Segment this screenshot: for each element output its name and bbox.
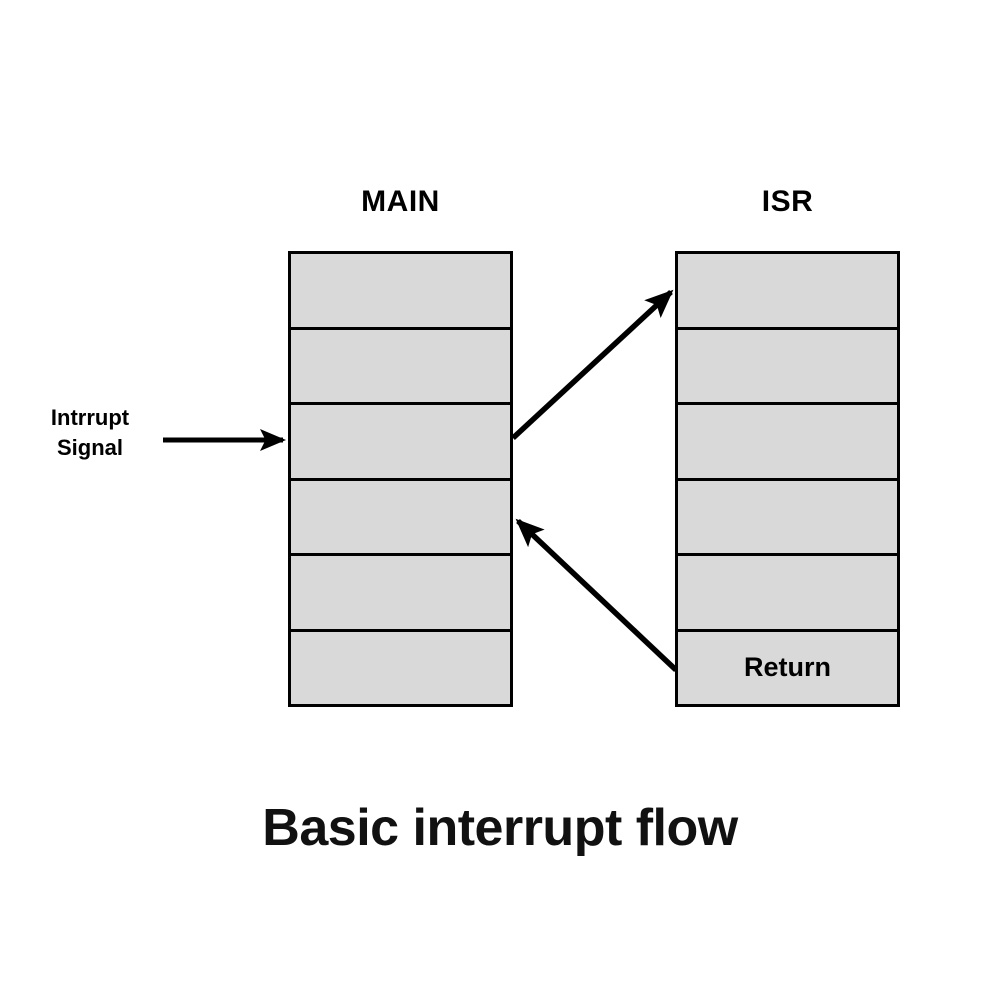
isr-block-4[interactable]: [678, 480, 897, 556]
main-block-5[interactable]: [291, 556, 510, 632]
interrupt-signal-label-line1: Intrrupt: [50, 405, 130, 430]
isr-block-return-label: Return: [744, 652, 831, 683]
isr-block-stack: Return: [675, 251, 900, 707]
column-heading-main: MAIN: [361, 185, 440, 218]
interrupt-signal-label: Intrrupt Signal: [20, 403, 160, 462]
isr-return-arrow: [515, 518, 678, 673]
isr-block-return[interactable]: Return: [678, 631, 897, 704]
isr-block-1[interactable]: [678, 254, 897, 330]
main-block-4[interactable]: [291, 480, 510, 556]
main-block-stack: [288, 251, 513, 707]
isr-block-3[interactable]: [678, 405, 897, 481]
main-block-3[interactable]: [291, 405, 510, 481]
main-block-6[interactable]: [291, 631, 510, 704]
diagram-caption: Basic interrupt flow: [262, 799, 738, 857]
main-block-1[interactable]: [291, 254, 510, 330]
interrupt-signal-label-line2: Signal: [56, 434, 123, 460]
main-to-isr-arrow: [511, 289, 674, 441]
column-heading-isr: ISR: [761, 185, 814, 218]
isr-block-5[interactable]: [678, 556, 897, 632]
isr-block-2[interactable]: [678, 329, 897, 405]
main-block-2[interactable]: [291, 329, 510, 405]
